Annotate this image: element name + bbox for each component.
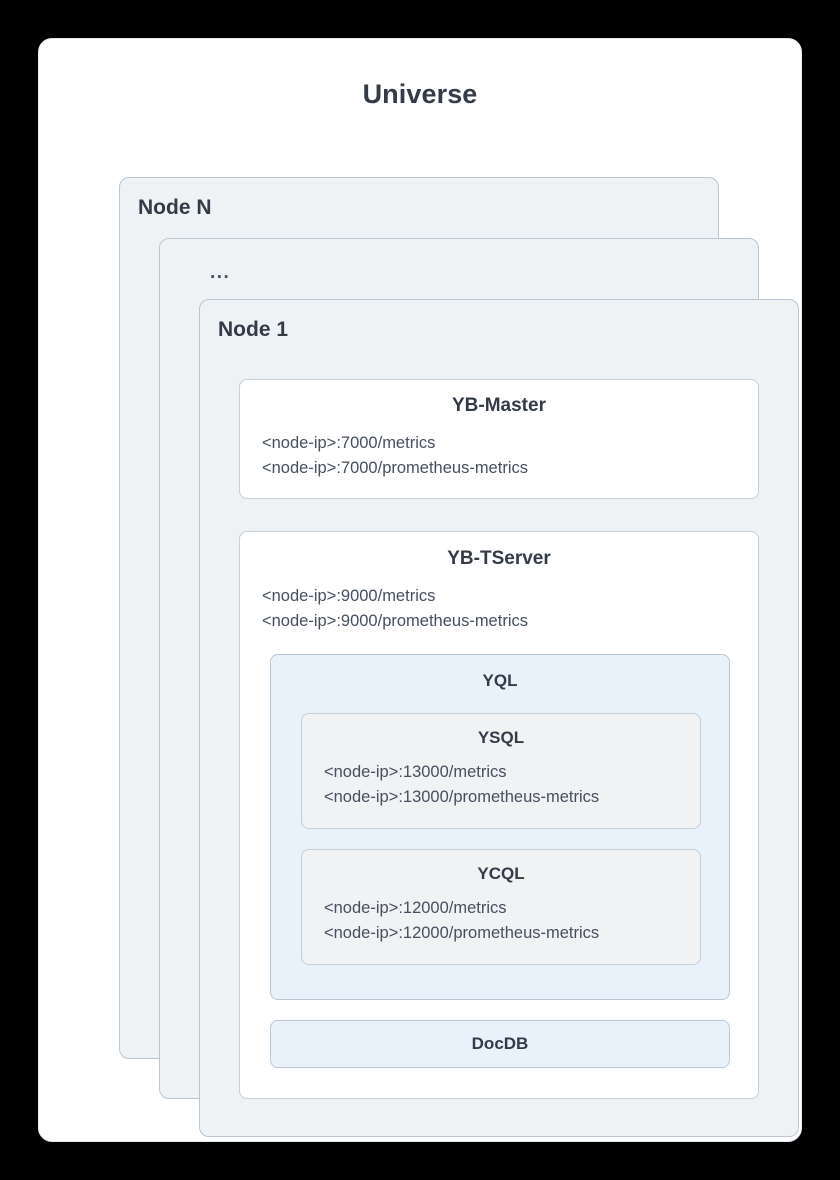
yb-tserver-title: YB-TServer <box>447 548 551 569</box>
node-label-node-1: Node 1 <box>218 318 289 341</box>
yql-title: YQL <box>482 671 518 690</box>
docdb-box: DocDB <box>270 1020 730 1068</box>
yb-master-endpoint-metrics: <node-ip>:7000/metrics <box>262 434 436 452</box>
yb-tserver-box: YB-TServer <node-ip>:9000/metrics <node-… <box>239 531 759 1099</box>
ysql-endpoint-metrics: <node-ip>:13000/metrics <box>324 763 507 781</box>
ysql-title: YSQL <box>477 728 525 747</box>
yb-master-title: YB-Master <box>452 395 546 416</box>
yb-tserver-endpoints: <node-ip>:9000/metrics <node-ip>:9000/pr… <box>262 584 758 634</box>
yql-box: YQL YSQL <node-ip>:13000/metrics <node-i… <box>270 654 730 1000</box>
universe-card: Universe Node N ... Node 1 YB-Master <no… <box>38 38 802 1142</box>
ycql-endpoints: <node-ip>:12000/metrics <node-ip>:12000/… <box>324 896 700 946</box>
yb-tserver-endpoint-metrics: <node-ip>:9000/metrics <box>262 587 436 605</box>
ycql-endpoint-prometheus: <node-ip>:12000/prometheus-metrics <box>324 924 600 943</box>
yb-master-box: YB-Master <node-ip>:7000/metrics <node-i… <box>239 379 759 499</box>
node-label-node-n: Node N <box>138 196 212 219</box>
docdb-title: DocDB <box>471 1034 529 1053</box>
yb-tserver-endpoint-prometheus: <node-ip>:9000/prometheus-metrics <box>262 612 528 631</box>
ysql-box: YSQL <node-ip>:13000/metrics <node-ip>:1… <box>301 713 701 829</box>
yb-master-endpoint-prometheus: <node-ip>:7000/prometheus-metrics <box>262 459 528 478</box>
ysql-endpoints: <node-ip>:13000/metrics <node-ip>:13000/… <box>324 760 700 810</box>
page-title: Universe <box>362 79 478 109</box>
node-label-ellipsis: ... <box>210 262 231 283</box>
yb-master-endpoints: <node-ip>:7000/metrics <node-ip>:7000/pr… <box>262 431 758 481</box>
ycql-title: YCQL <box>477 864 525 883</box>
ycql-endpoint-metrics: <node-ip>:12000/metrics <box>324 899 507 917</box>
ysql-endpoint-prometheus: <node-ip>:13000/prometheus-metrics <box>324 788 600 807</box>
ycql-box: YCQL <node-ip>:12000/metrics <node-ip>:1… <box>301 849 701 965</box>
